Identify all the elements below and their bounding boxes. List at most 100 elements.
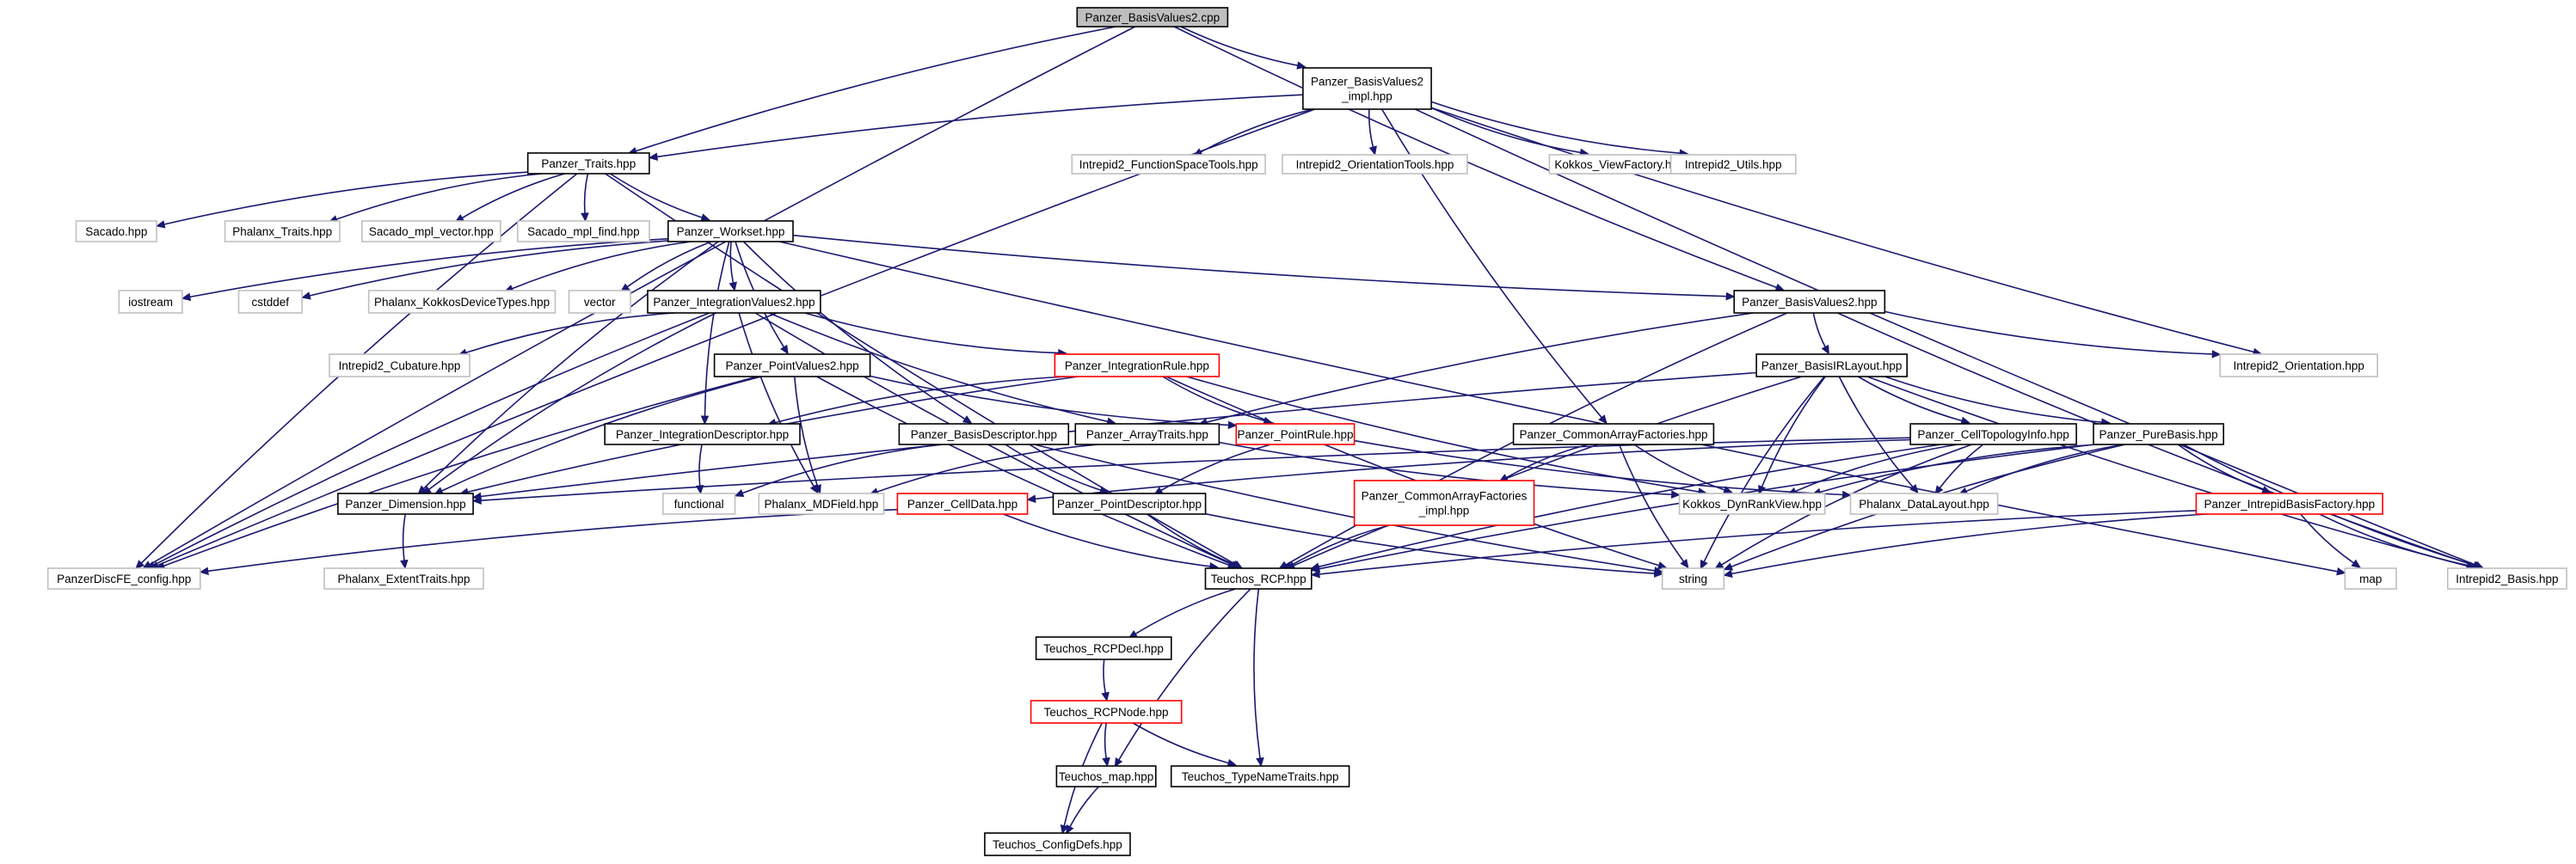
node-basisir[interactable]: Panzer_BasisIRLayout.hpp	[1755, 353, 1908, 377]
node-tmap[interactable]: Teuchos_map.hpp	[1055, 765, 1157, 787]
edge-arrtraits-to-mdfield	[876, 444, 1099, 493]
node-dynrank: Kokkos_DynRankView.hpp	[1678, 493, 1826, 515]
node-label: Panzer_CellTopologyInfo.hpp	[1917, 428, 2069, 441]
edge-bv2impl-to-fstools	[1200, 108, 1313, 153]
edge-ibfac-to-rcp	[1319, 510, 2197, 575]
node-label: Intrepid2_Cubature.hpp	[339, 359, 461, 372]
node-label: Teuchos_map.hpp	[1059, 770, 1153, 783]
node-cstddef: cstddef	[237, 290, 303, 314]
node-purebasis[interactable]: Panzer_PureBasis.hpp	[2093, 423, 2224, 445]
edge-basisir-to-i2basis	[1866, 376, 2468, 567]
node-box	[2195, 493, 2383, 515]
edge-intdesc-to-functional	[698, 444, 703, 487]
node-functional: functional	[662, 493, 736, 515]
node-box	[1170, 765, 1350, 787]
node-arrtraits[interactable]: Panzer_ArrayTraits.hpp	[1074, 423, 1220, 445]
node-datalayout: Phalanx_DataLayout.hpp	[1849, 493, 1999, 515]
node-bv2hpp[interactable]: Panzer_BasisValues2.hpp	[1733, 290, 1886, 314]
node-label: Panzer_IntegrationRule.hpp	[1065, 359, 1209, 372]
edge-cafacimpl-to-rcp	[1290, 524, 1390, 567]
node-box	[224, 220, 341, 242]
edge-purebasis-to-dynrank	[1819, 444, 2099, 493]
arrowhead-root-to-bv2hpp	[1774, 283, 1786, 291]
edge-intval-to-i2cub	[465, 312, 676, 354]
edge-workset-to-intval	[729, 241, 735, 284]
node-box	[1076, 7, 1229, 28]
node-typename[interactable]: Teuchos_TypeNameTraits.hpp	[1170, 765, 1350, 787]
edge-ibfac-to-map	[2300, 513, 2355, 564]
arrowhead-bv2impl-to-traits	[648, 152, 659, 161]
node-ptval[interactable]: Panzer_PointValues2.hpp	[713, 353, 871, 377]
node-label: Panzer_BasisValues2	[1311, 76, 1423, 89]
node-intval[interactable]: Panzer_IntegrationValues2.hpp	[647, 290, 821, 314]
arrowhead-ptdesc-to-rcp	[1232, 560, 1243, 568]
node-label: Intrepid2_Utils.hpp	[1685, 158, 1782, 171]
node-celltopo[interactable]: Panzer_CellTopologyInfo.hpp	[1909, 423, 2077, 445]
node-label: Intrepid2_Orientation.hpp	[2234, 359, 2364, 372]
node-box	[984, 832, 1131, 856]
node-rcpnode[interactable]: Teuchos_RCPNode.hpp	[1030, 700, 1183, 724]
node-root[interactable]: Panzer_BasisValues2.cpp	[1076, 7, 1229, 28]
node-box	[1282, 154, 1468, 175]
node-label: Panzer_IntrepidBasisFactory.hpp	[2204, 498, 2375, 511]
node-label: Phalanx_KokkosDeviceTypes.hpp	[374, 296, 550, 309]
arrowhead-celltopo-to-dimension	[471, 496, 482, 505]
arrowhead-bv2hpp-to-i2orient	[2211, 350, 2222, 358]
node-label: Panzer_IntegrationDescriptor.hpp	[616, 428, 789, 441]
node-box	[1055, 765, 1157, 787]
node-label: Panzer_PointValues2.hpp	[726, 359, 859, 372]
node-box	[1512, 423, 1715, 445]
edge-ptdesc-to-string	[1205, 512, 1655, 574]
node-box	[1678, 493, 1826, 515]
node-box	[1030, 700, 1183, 724]
edge-celltopo-to-celldata	[1035, 438, 1911, 500]
node-traits[interactable]: Panzer_Traits.hpp	[526, 152, 650, 175]
arrowhead-workset-to-basisdesc	[962, 415, 973, 424]
node-label: Panzer_CommonArrayFactories	[1362, 490, 1528, 503]
node-i2basis: Intrepid2_Basis.hpp	[2447, 567, 2567, 590]
edge-rcp-to-rcpdecl	[1134, 588, 1236, 634]
arrowhead-bv2hpp-to-basisir	[1821, 344, 1829, 355]
edge-basisir-to-dynrank	[1761, 376, 1826, 487]
node-cafac[interactable]: Panzer_CommonArrayFactories.hpp	[1512, 423, 1715, 445]
node-ptrule[interactable]: Panzer_PointRule.hpp	[1235, 423, 1356, 445]
node-intdesc[interactable]: Panzer_IntegrationDescriptor.hpp	[604, 423, 801, 445]
node-celldata[interactable]: Panzer_CellData.hpp	[896, 493, 1029, 515]
node-label: Panzer_IntegrationValues2.hpp	[653, 296, 815, 309]
node-label: Sacado_mpl_vector.hpp	[369, 225, 494, 238]
node-sacvec: Sacado_mpl_vector.hpp	[360, 220, 501, 242]
edge-basisdesc-to-functional	[741, 444, 942, 494]
node-cafacimpl[interactable]: Panzer_CommonArrayFactories _impl.hpp	[1353, 480, 1535, 526]
node-label: Phalanx_ExtentTraits.hpp	[337, 573, 470, 585]
arrowhead-ptdesc-to-string	[1653, 569, 1663, 578]
node-label: Panzer_BasisValues2.cpp	[1085, 11, 1220, 24]
node-box	[337, 493, 474, 515]
node-rcp[interactable]: Teuchos_RCP.hpp	[1204, 567, 1313, 590]
edge-bv2hpp-to-i2basis	[1837, 312, 2475, 567]
edge-intval-to-mdfield	[738, 312, 815, 487]
node-label: Phalanx_MDField.hpp	[764, 498, 878, 511]
node-box	[118, 290, 183, 314]
edge-workset-to-phkdt	[512, 241, 692, 290]
node-bv2impl[interactable]: Panzer_BasisValues2_impl.hpp	[1302, 67, 1432, 110]
node-box	[1849, 493, 1999, 515]
arrowhead-traits-to-sacado	[156, 220, 166, 229]
node-ibfac[interactable]: Panzer_IntrepidBasisFactory.hpp	[2195, 493, 2383, 515]
node-ptdesc[interactable]: Panzer_PointDescriptor.hpp	[1052, 493, 1207, 515]
node-basisdesc[interactable]: Panzer_BasisDescriptor.hpp	[898, 423, 1070, 445]
node-label: _impl.hpp	[1418, 505, 1470, 518]
node-dimension[interactable]: Panzer_Dimension.hpp	[337, 493, 474, 515]
node-box	[1035, 636, 1172, 660]
node-box	[1661, 567, 1725, 590]
node-box	[1755, 353, 1908, 377]
edge-workset-to-dimension	[423, 241, 719, 489]
edge-purebasis-to-datalayout	[1965, 444, 2124, 493]
node-configdefs[interactable]: Teuchos_ConfigDefs.hpp	[984, 832, 1131, 856]
node-workset[interactable]: Panzer_Workset.hpp	[667, 220, 794, 242]
edge-intval-to-intrule	[804, 312, 1059, 354]
node-rcpdecl[interactable]: Teuchos_RCPDecl.hpp	[1035, 636, 1172, 660]
arrowhead-basisir-to-string	[1700, 559, 1708, 570]
node-intrule[interactable]: Panzer_IntegrationRule.hpp	[1054, 353, 1220, 377]
arrowhead-celldata-to-discfe	[199, 567, 209, 575]
node-label: Panzer_Workset.hpp	[677, 225, 785, 238]
